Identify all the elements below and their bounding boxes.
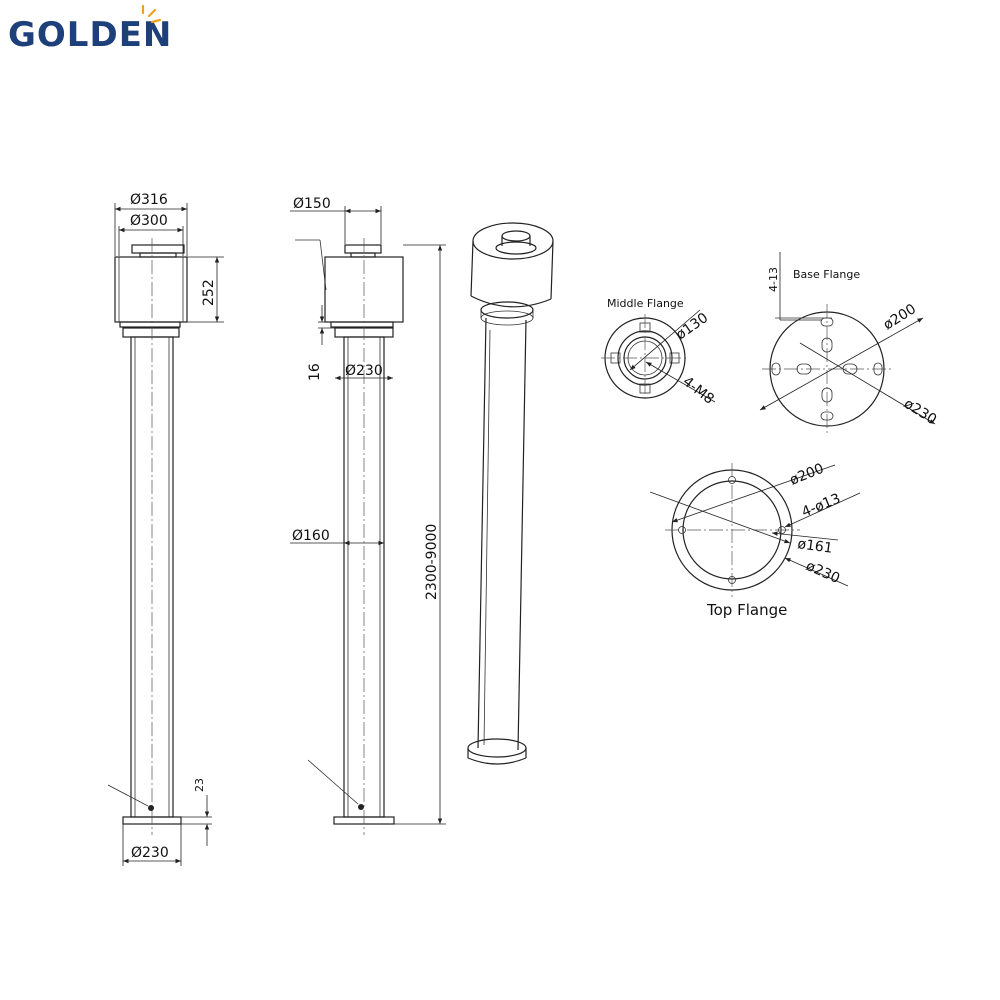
top-flange-title: Top Flange [706, 601, 787, 619]
dim-d230-base: Ø230 [131, 845, 169, 861]
dim-h252: 252 [201, 279, 217, 306]
dim-h23: 23 [193, 778, 206, 792]
sun-rays-icon [141, 4, 162, 24]
bolt-hole-icon [678, 476, 786, 584]
side-elevation-view: Ø150 2300-9000 16 Ø230 Ø160 [290, 196, 446, 835]
middle-flange-d130: ø130 [673, 310, 711, 343]
base-flange-d200: ø200 [881, 301, 919, 333]
top-flange-d230: ø230 [803, 558, 842, 587]
dim-h16: 16 [307, 363, 323, 381]
middle-flange-bolts: 4-M8 [680, 374, 717, 408]
base-flange-view: Base Flange 4-13 ø200 ø230 [759, 252, 939, 434]
dim-d300: Ø300 [130, 213, 168, 229]
dim-d316: Ø316 [130, 192, 168, 208]
dim-d160: Ø160 [292, 528, 330, 544]
top-flange-d161: ø161 [796, 536, 833, 557]
brand-logo: GOLDEN [8, 4, 172, 55]
perspective-view [467, 222, 554, 765]
brand-name: GOLDEN [8, 15, 172, 55]
top-flange-view: ø200 4-ø13 ø161 ø230 Top Flange [649, 461, 861, 619]
base-flange-title: Base Flange [793, 268, 860, 281]
base-flange-slot: 4-13 [767, 267, 780, 292]
dim-d150: Ø150 [293, 196, 331, 212]
top-flange-d200: ø200 [788, 461, 827, 489]
middle-flange-title: Middle Flange [607, 297, 684, 310]
dim-length: 2300-9000 [424, 524, 440, 600]
front-elevation-view: Ø316 Ø300 252 Ø230 23 [107, 192, 224, 866]
middle-flange-view: Middle Flange ø130 4-M8 [601, 297, 717, 408]
dim-d230-side: Ø230 [345, 363, 383, 379]
base-flange-d230: ø230 [901, 396, 939, 428]
top-flange-holes: 4-ø13 [800, 491, 843, 521]
